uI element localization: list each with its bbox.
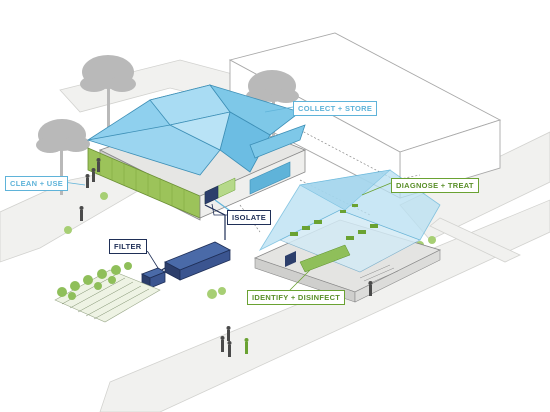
palm-tree-center	[80, 55, 136, 127]
isolate-tank	[204, 185, 219, 205]
label-filter: FILTER	[109, 239, 147, 254]
people	[79, 158, 373, 357]
palm-tree-left	[36, 119, 90, 195]
label-diagnose-treat: DIAGNOSE + TREAT	[391, 178, 479, 193]
label-collect-store: COLLECT + STORE	[293, 101, 378, 116]
label-identify-disinfect: IDENTIFY + DISINFECT	[247, 290, 346, 305]
palm-trees	[36, 55, 299, 195]
label-isolate: ISOLATE	[227, 210, 272, 225]
folded-roof	[86, 84, 306, 176]
label-clean-use: CLEAN + USE	[5, 176, 69, 191]
palm-tree-right	[246, 70, 299, 138]
filter-tanks	[141, 241, 231, 289]
